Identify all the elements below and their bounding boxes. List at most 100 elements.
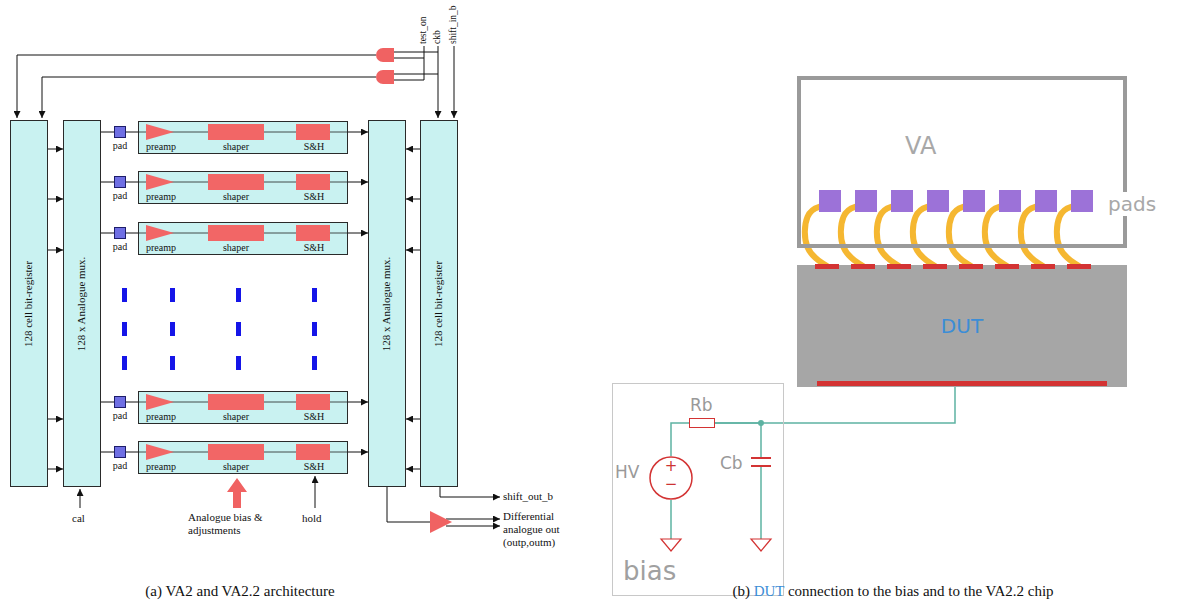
- logic-gate: [376, 70, 394, 84]
- wire-bond: [913, 206, 935, 266]
- source-circle: [650, 457, 692, 499]
- wire-bond: [1057, 206, 1079, 266]
- figure-caption: (a) VA2 and VA2.2 architecture: [145, 582, 334, 600]
- sample-hold-block: [296, 394, 330, 410]
- sample-hold-block: [296, 124, 330, 140]
- ellipsis-dash: [122, 288, 127, 302]
- control-wire: [42, 77, 376, 118]
- analogue-mux-label: 128 x Analogue mux.: [380, 256, 393, 351]
- control-wire: [394, 52, 438, 74]
- contact-strip: [995, 264, 1019, 269]
- part-label: pads: [1106, 192, 1158, 216]
- bond-pad: [1035, 190, 1057, 212]
- signal-connector: [348, 402, 368, 403]
- shaper-block: [208, 225, 264, 241]
- signal-connector: [406, 250, 420, 251]
- signal-arrow: [80, 489, 81, 508]
- channel-box-label: preamp: [146, 411, 176, 423]
- contact-strip: [923, 264, 947, 269]
- capacitor-plates: [751, 457, 771, 467]
- channel-box: preampshaperS&H: [138, 222, 348, 255]
- channel-box-label: shaper: [223, 461, 249, 473]
- signal-connector: [126, 402, 138, 403]
- channel-box-label: shaper: [223, 191, 249, 203]
- contact-strip: [887, 264, 911, 269]
- signal-connector: [48, 419, 63, 420]
- ellipsis-dash: [236, 356, 241, 370]
- signal-connector: [101, 452, 114, 453]
- signal-name: Analogue bias & adjustments: [188, 511, 293, 537]
- signal-connector: [348, 132, 368, 133]
- wire-bond: [841, 206, 863, 266]
- signal-name: Differential analogue out (outp,outm): [503, 510, 595, 550]
- signal-name: hold: [302, 512, 322, 525]
- analogue-mux: 128 x Analogue mux.: [63, 120, 101, 487]
- bias-panel-label: bias: [623, 556, 676, 587]
- signal-connector: [48, 469, 63, 470]
- signal-arrow: [440, 487, 500, 497]
- channel-box-label: S&H: [304, 461, 325, 473]
- input-pad: pad: [114, 227, 126, 239]
- shift-register: 128 cell bit-register: [10, 120, 48, 487]
- signal-name: cal: [72, 512, 85, 525]
- resistor-symbol: Rb: [689, 418, 715, 428]
- signal-name: ckb: [432, 30, 443, 44]
- circuit-wire: [715, 423, 761, 457]
- bond-pad: [927, 190, 949, 212]
- circuit-wire: [670, 500, 672, 539]
- signal-connector: [406, 419, 420, 420]
- wire-bond: [805, 206, 827, 266]
- signal-arrow: [446, 526, 500, 527]
- signal-connector: [126, 132, 138, 133]
- input-pad-label: pad: [113, 460, 127, 472]
- input-pad-label: pad: [113, 190, 127, 202]
- bias-arrow: [227, 478, 247, 508]
- logic-gate: [376, 48, 394, 62]
- signal-connector: [406, 149, 420, 150]
- voltage-source-label: −: [665, 477, 678, 492]
- channel-box-label: S&H: [304, 411, 325, 423]
- resistor-symbol-label: Rb: [690, 395, 713, 415]
- channel-box-label: S&H: [304, 242, 325, 254]
- chip-outline: VA: [797, 76, 1127, 248]
- shift-register: 128 cell bit-register: [420, 120, 458, 487]
- signal-connector: [406, 469, 420, 470]
- preamp-triangle: [146, 225, 174, 241]
- contact-strip: [1067, 264, 1091, 269]
- signal-connector: [48, 149, 63, 150]
- signal-wire: [387, 487, 430, 522]
- shift-register-label: 128 cell bit-register: [432, 260, 445, 346]
- detector-box-label: DUT: [941, 314, 983, 338]
- contact-strip: [959, 264, 983, 269]
- analogue-mux: 128 x Analogue mux.: [368, 120, 406, 487]
- signal-connector: [126, 182, 138, 183]
- channel-box: preampshaperS&H: [138, 441, 348, 474]
- capacitor-plate: [751, 458, 771, 466]
- detector-box: DUT: [797, 265, 1127, 387]
- input-pad-label: pad: [113, 410, 127, 422]
- wire-bond: [949, 206, 971, 266]
- channel-box: preampshaperS&H: [138, 121, 348, 154]
- capacitor-symbol-label: Cb: [720, 453, 743, 473]
- channel-box-label: preamp: [146, 191, 176, 203]
- signal-connector: [348, 182, 368, 183]
- shaper-block: [208, 174, 264, 190]
- signal-connector: [101, 182, 114, 183]
- signal-connector: [101, 233, 114, 234]
- channel-box-label: S&H: [304, 141, 325, 153]
- voltage-source-label: +: [665, 459, 678, 474]
- capacitor-symbol: Cb: [751, 457, 771, 467]
- preamp-triangle: [146, 444, 174, 460]
- channel-box-label: shaper: [223, 141, 249, 153]
- wire-bond: [985, 206, 1007, 266]
- signal-connector: [348, 452, 368, 453]
- signal-connector: [126, 233, 138, 234]
- circuit-wire: [715, 387, 955, 423]
- bond-pad: [1071, 190, 1093, 212]
- channel-box-label: shaper: [223, 411, 249, 423]
- ellipsis-dash: [122, 322, 127, 336]
- input-pad: pad: [114, 126, 126, 138]
- chip-outline-label: VA: [905, 132, 936, 161]
- channel-box-label: shaper: [223, 242, 249, 254]
